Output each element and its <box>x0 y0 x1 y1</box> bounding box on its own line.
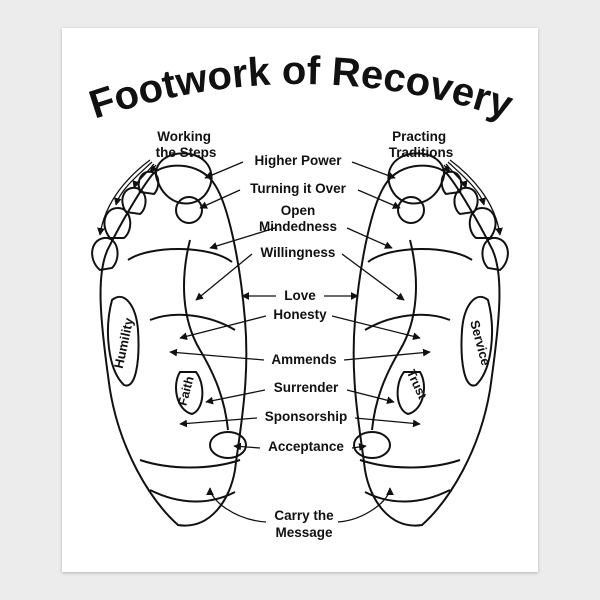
label-message: Message <box>275 525 333 540</box>
arrow-sur-left <box>205 389 266 405</box>
left-heel-pad <box>209 431 247 459</box>
arrow-sur-right <box>346 389 395 405</box>
arrow-spo-left <box>179 417 258 428</box>
title-text: Footwork of Recovery <box>84 49 519 128</box>
label-love: Love <box>284 288 316 303</box>
arrow-acc-left <box>233 442 261 451</box>
right-heel-pad <box>353 431 391 459</box>
arrow-amm-left <box>169 348 265 361</box>
label-trust: Trust <box>404 368 430 402</box>
label-honesty: Honesty <box>273 307 327 322</box>
arrow-will-left <box>195 253 253 301</box>
arrow-hp-right <box>351 161 396 180</box>
arrow-spo-right <box>354 417 421 428</box>
arrow-acc-right <box>351 443 367 451</box>
label-practing-traditions: Practing Traditions <box>389 129 454 160</box>
left-faith-pad <box>175 371 204 416</box>
right-arch <box>371 239 417 431</box>
arrows-right <box>324 159 503 523</box>
poster: Footwork of Recovery <box>62 28 538 572</box>
left-big-toe-pad <box>175 196 203 224</box>
arrow-steps-4 <box>149 164 158 173</box>
left-toe-2 <box>103 206 132 239</box>
label-service: Service <box>467 319 493 368</box>
left-toe-1 <box>91 236 119 272</box>
arrow-steps-1 <box>97 159 151 236</box>
label-higher-power: Higher Power <box>254 153 342 168</box>
arrow-trad-1 <box>449 159 503 236</box>
left-arch <box>183 239 229 431</box>
arrows-left <box>97 159 276 523</box>
arrow-hon-left <box>179 315 267 341</box>
arrow-msg-right <box>337 487 394 523</box>
label-surrender: Surrender <box>274 380 339 395</box>
left-humility-pad <box>107 295 140 387</box>
left-foot <box>91 152 248 527</box>
label-humility: Humility <box>111 316 136 370</box>
arrow-om-left <box>209 227 276 250</box>
label-ammends: Ammends <box>271 352 336 367</box>
label-mindedness: Mindedness <box>259 219 337 234</box>
right-trust-pad <box>396 371 425 416</box>
right-heel-band <box>359 459 461 469</box>
center-labels: Higher Power Turning it Over Open Minded… <box>250 153 347 540</box>
arrow-hon-right <box>331 315 421 341</box>
right-heel-band-2 <box>364 489 451 503</box>
label-sponsorship: Sponsorship <box>265 409 348 424</box>
right-ball <box>367 248 473 263</box>
left-big-toe <box>155 152 213 205</box>
arrow-tio-right <box>357 189 401 209</box>
label-acceptance: Acceptance <box>268 439 344 454</box>
label-carry-the: Carry the <box>274 508 334 523</box>
right-big-toe <box>387 152 445 205</box>
label-open: Open <box>281 203 316 218</box>
left-ball <box>127 248 233 263</box>
right-service-pad <box>460 295 493 387</box>
right-big-toe-pad <box>397 196 425 224</box>
label-turning-it-over: Turning it Over <box>250 181 346 196</box>
arrow-will-right <box>341 253 405 301</box>
arrow-trad-4 <box>442 164 451 173</box>
label-working-steps-line2: the Steps <box>156 145 217 160</box>
label-practing-traditions-line1: Practing <box>392 129 446 144</box>
left-heel-band-2 <box>149 489 236 503</box>
label-practing-traditions-line2: Traditions <box>389 145 454 160</box>
arrow-msg-left <box>206 487 267 523</box>
left-foot-outline <box>99 164 248 527</box>
arrow-amm-right <box>343 348 431 361</box>
label-working-steps-line1: Working <box>157 129 211 144</box>
label-willingness: Willingness <box>261 245 336 260</box>
arrow-tio-left <box>199 189 241 209</box>
arrow-om-right <box>346 227 393 249</box>
arrow-trad-2 <box>447 161 486 206</box>
label-faith: Faith <box>176 375 197 407</box>
left-heel-band <box>139 459 241 469</box>
arrow-hp-left <box>204 161 244 179</box>
right-toe-1 <box>481 236 509 272</box>
title: Footwork of Recovery <box>84 49 519 128</box>
right-toe-2 <box>468 206 497 239</box>
right-foot-outline <box>352 164 501 527</box>
label-working-steps: Working the Steps <box>156 129 217 160</box>
diagram: Footwork of Recovery <box>84 49 519 540</box>
arrow-steps-2 <box>114 161 153 206</box>
